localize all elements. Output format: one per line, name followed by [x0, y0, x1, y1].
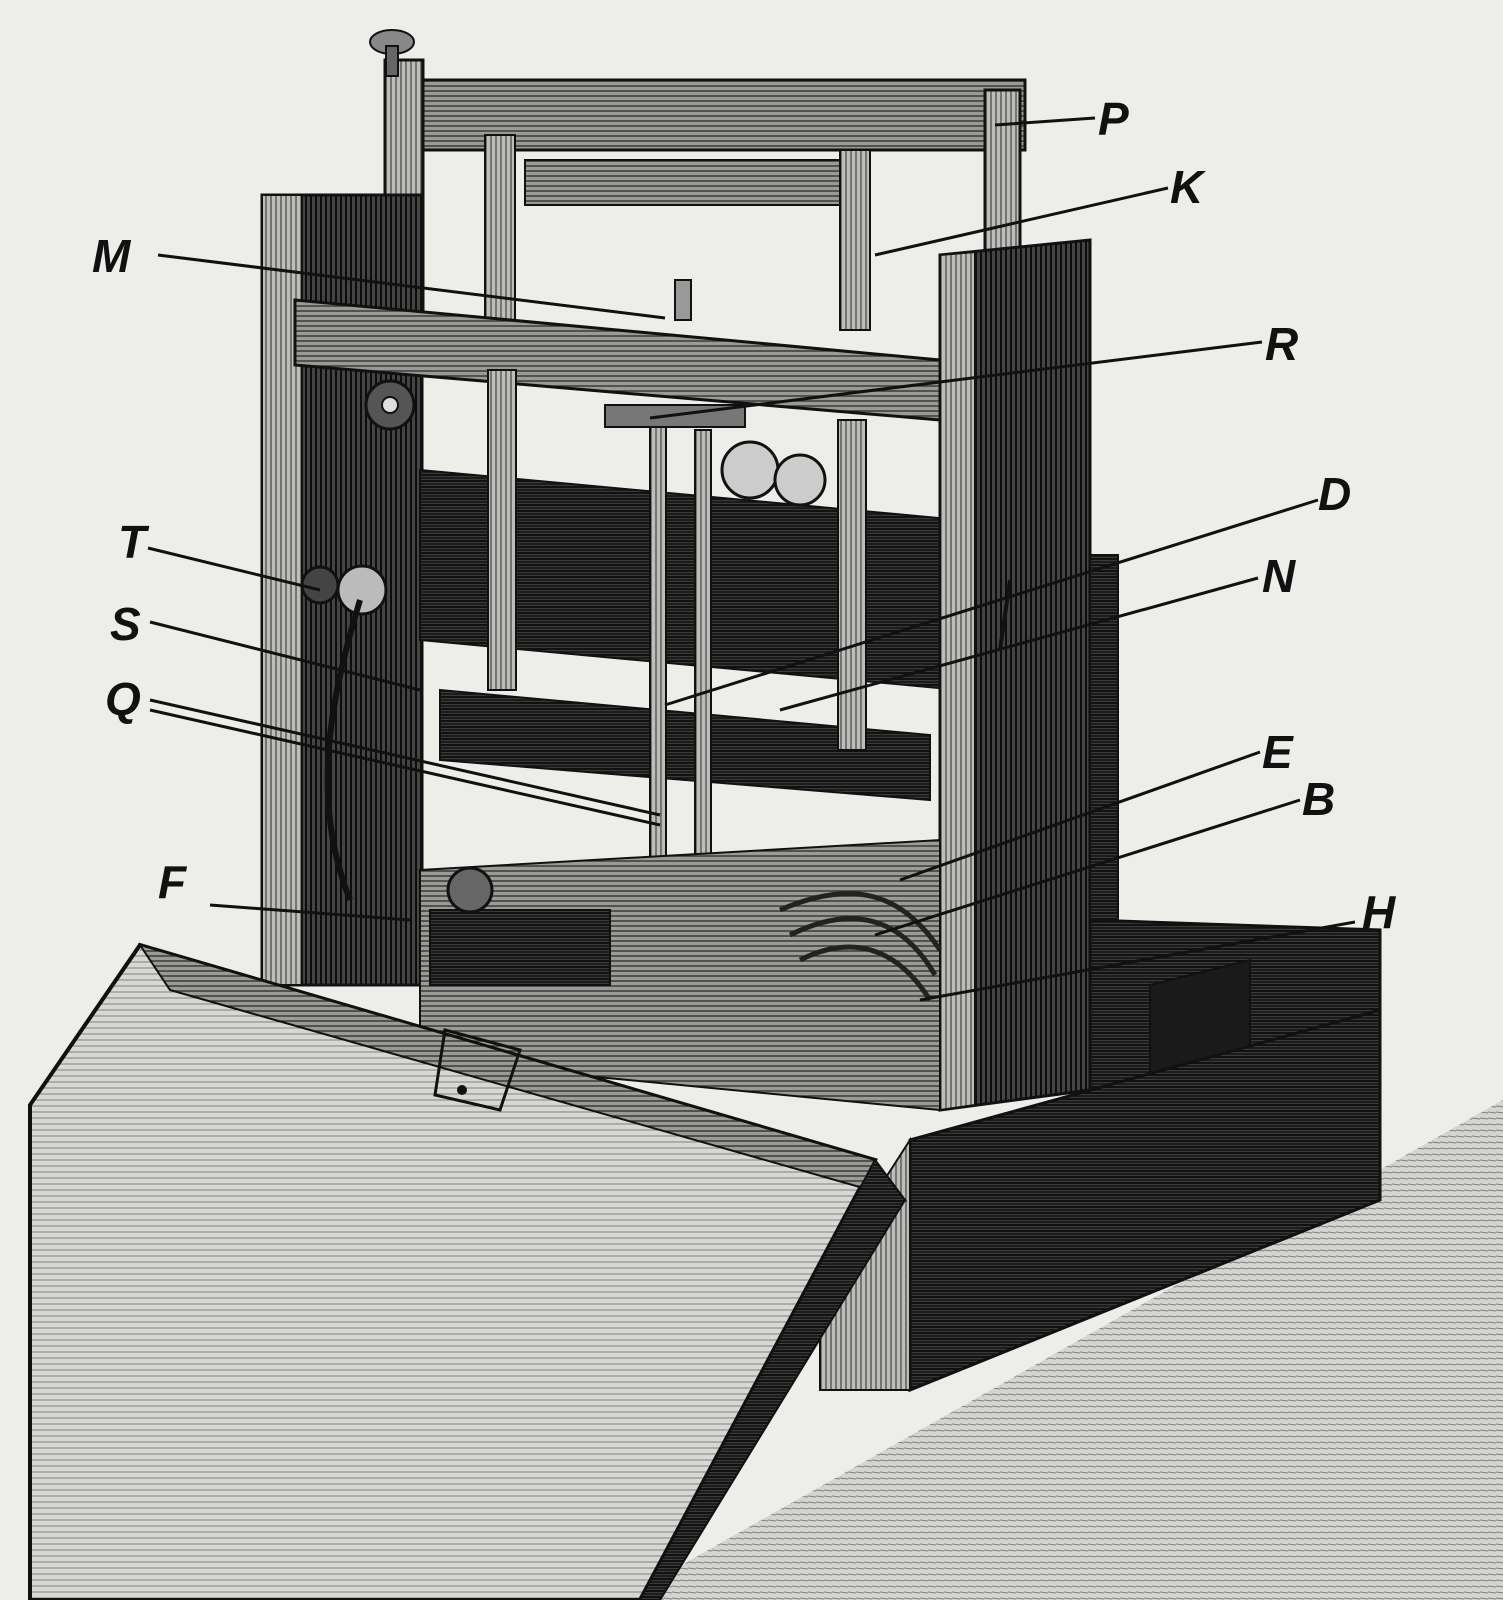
key-mechanism: [419, 838, 941, 1112]
label-F: F: [158, 856, 188, 908]
lower-panel: [439, 688, 931, 802]
label-M: M: [92, 230, 132, 282]
label-E: E: [1262, 726, 1294, 778]
label-Q: Q: [105, 673, 141, 725]
leader-lines: [147, 116, 1356, 1002]
label-D: D: [1318, 468, 1351, 520]
spool: [720, 440, 780, 500]
label-N: N: [1262, 550, 1296, 602]
label-B: B: [1302, 773, 1335, 825]
label-R: R: [1265, 318, 1298, 370]
label-P: P: [1098, 93, 1129, 145]
label-S: S: [110, 598, 141, 650]
label-T: T: [118, 516, 150, 568]
rod-left: [487, 369, 517, 691]
roller: [429, 909, 611, 986]
right-upright-edge: [939, 250, 976, 1112]
gear-wheel: [336, 564, 388, 616]
label-K: K: [1170, 161, 1206, 213]
label-H: H: [1362, 886, 1396, 938]
knob: [300, 565, 340, 605]
rod-right: [837, 419, 867, 751]
cover-hinge-plate: [433, 1028, 522, 1112]
